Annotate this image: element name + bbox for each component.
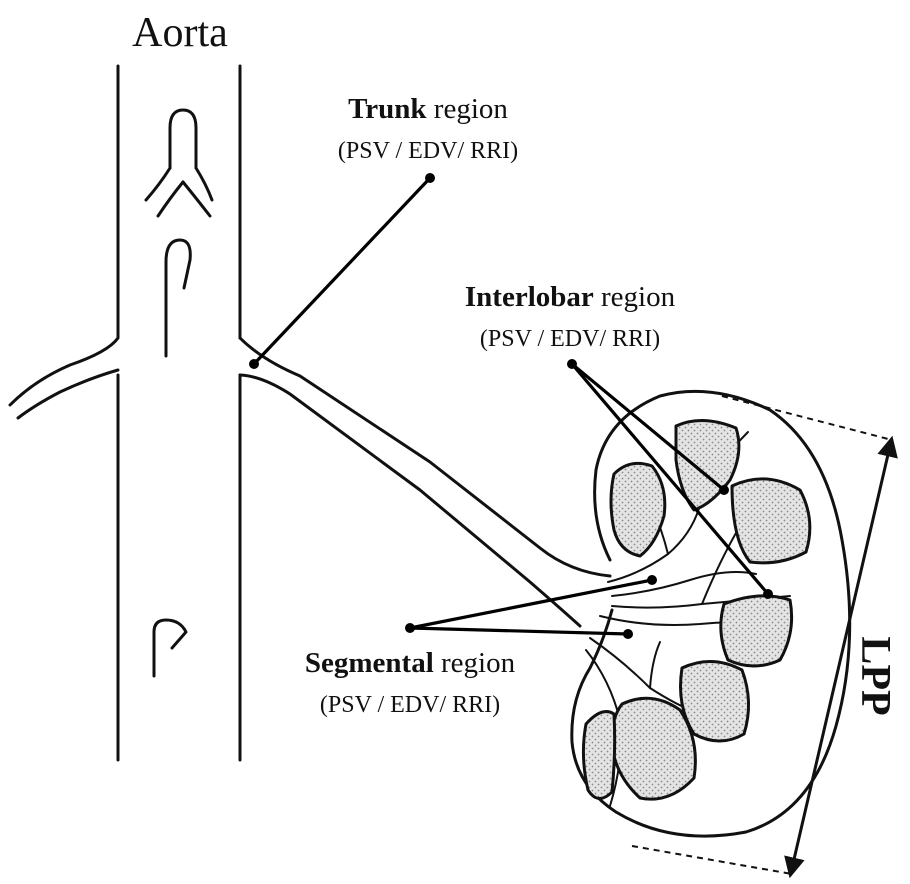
interlobar-region-rest: region bbox=[594, 281, 676, 313]
lower-branch bbox=[154, 620, 186, 676]
mesenteric-branch bbox=[166, 240, 190, 356]
trunk-region-label: Trunk region bbox=[348, 93, 508, 125]
celiac-branch bbox=[146, 110, 212, 216]
trunk-region-params: (PSV / EDV/ RRI) bbox=[338, 138, 518, 164]
segmental-region-label: Segmental region bbox=[305, 647, 516, 679]
segmental-region-params: (PSV / EDV/ RRI) bbox=[320, 692, 500, 718]
trunk-leader bbox=[249, 173, 435, 369]
segmental-region-rest: region bbox=[434, 647, 516, 679]
interlobar-region-bold: Interlobar bbox=[465, 281, 594, 313]
aorta-vessel bbox=[10, 66, 240, 760]
interlobar-region-label: Interlobar region bbox=[465, 281, 676, 313]
trunk-region-bold: Trunk bbox=[348, 93, 427, 125]
aorta-title: Aorta bbox=[132, 10, 228, 56]
segmental-region-bold: Segmental bbox=[305, 647, 434, 679]
renal-lobes bbox=[583, 420, 809, 799]
renal-artery-trunk bbox=[240, 338, 610, 626]
lpp-label: LPP bbox=[852, 636, 898, 715]
trunk-region-rest: region bbox=[427, 93, 509, 125]
interlobar-region-params: (PSV / EDV/ RRI) bbox=[480, 326, 660, 352]
